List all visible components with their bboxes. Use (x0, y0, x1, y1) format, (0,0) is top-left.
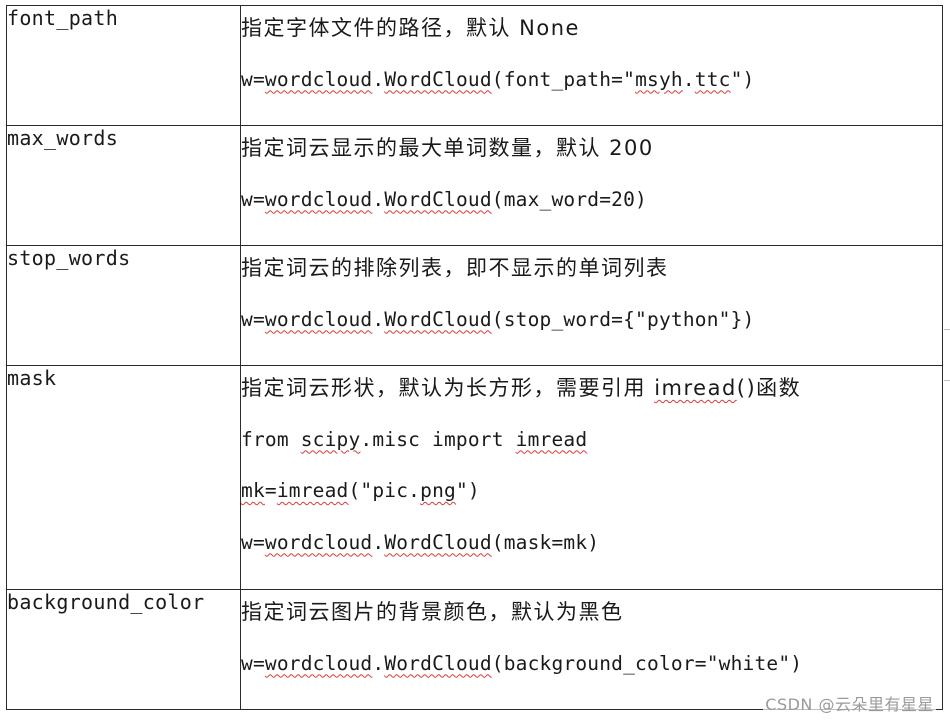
code-example: from scipy.misc import imread (241, 418, 942, 470)
text-segment: 指定词云显示的最大单词数量，默认 200 (241, 136, 654, 160)
text-segment: ("pic. (348, 479, 421, 502)
spellcheck-flagged-word: wordcloud (264, 187, 373, 211)
spellcheck-flagged-word: imread (515, 427, 588, 451)
description-text: 指定词云的排除列表，即不显示的单词列表 (241, 246, 942, 298)
code-example: w=wordcloud.WordCloud(background_color="… (241, 642, 942, 694)
spellcheck-flagged-word: wordcloud (264, 651, 373, 675)
text-segment: . (372, 530, 385, 554)
text-segment: w= (241, 67, 265, 91)
spellcheck-flagged-word: WordCloud (384, 307, 492, 331)
text-segment: . (372, 187, 385, 211)
text-segment: 指定词云形状，默认为长方形，需要引用 (241, 376, 655, 400)
text-segment: = (264, 479, 277, 502)
param-name-cell: font_path (6, 5, 241, 126)
text-segment: (max_word=20) (491, 187, 648, 211)
table-row: stop_words 指定词云的排除列表，即不显示的单词列表 w=wordclou… (6, 245, 943, 366)
spellcheck-flagged-word: ttc (694, 67, 731, 91)
text-segment: w= (241, 187, 265, 211)
spellcheck-flagged-word: WordCloud (384, 187, 492, 211)
param-description-cell: 指定词云的排除列表，即不显示的单词列表 w=wordcloud.WordCloud… (240, 245, 943, 366)
text-segment: w= (241, 530, 265, 554)
text-segment: 指定词云图片的背景颜色，默认为黑色 (241, 600, 624, 624)
spellcheck-flagged-word: scipy (300, 427, 361, 451)
spellcheck-flagged-word: imread (276, 479, 349, 502)
spellcheck-flagged-word: WordCloud (384, 67, 492, 91)
table-row: max_words 指定词云显示的最大单词数量，默认 200 w=wordclou… (6, 125, 943, 246)
text-segment: ()函数 (736, 376, 802, 400)
text-segment: . (372, 67, 385, 91)
spellcheck-flagged-word: msyh (635, 67, 683, 91)
param-name: font_path (7, 6, 119, 30)
spellcheck-flagged-word: imread (654, 376, 737, 400)
spellcheck-flagged-word: wordcloud (264, 530, 373, 554)
param-description-cell: 指定词云显示的最大单词数量，默认 200 w=wordcloud.WordClou… (240, 125, 943, 246)
code-example: w=wordcloud.WordCloud(font_path="msyh.tt… (241, 58, 942, 110)
description-text: 指定词云图片的背景颜色，默认为黑色 (241, 590, 942, 642)
code-example: w=wordcloud.WordCloud(max_word=20) (241, 178, 942, 230)
text-segment: w= (241, 307, 265, 331)
description-text: 指定词云形状，默认为长方形，需要引用 imread()函数 (241, 366, 942, 418)
description-text: 指定字体文件的路径，默认 None (241, 6, 942, 58)
spellcheck-flagged-word: WordCloud (384, 530, 492, 554)
page-edge-mark (944, 329, 950, 330)
text-segment: w= (241, 651, 265, 675)
text-segment: . (682, 67, 695, 91)
param-name-cell: stop_words (6, 245, 241, 366)
text-segment: ") (455, 479, 480, 502)
text-segment: (font_path=" (491, 67, 636, 91)
param-name: background_color (7, 590, 205, 614)
text-segment: . (372, 307, 385, 331)
spellcheck-flagged-word: png (420, 479, 456, 502)
param-description-cell: 指定词云图片的背景颜色，默认为黑色 w=wordcloud.WordCloud(b… (240, 589, 943, 710)
table-row: background_color 指定词云图片的背景颜色，默认为黑色 w=word… (6, 589, 943, 710)
page-edge-mark (944, 380, 950, 381)
code-example: w=wordcloud.WordCloud(stop_word={"python… (241, 298, 942, 350)
text-segment: ") (730, 67, 755, 91)
param-name-cell: max_words (6, 125, 241, 246)
text-segment: 指定词云的排除列表，即不显示的单词列表 (241, 256, 669, 280)
spellcheck-flagged-word: wordcloud (264, 307, 373, 331)
text-segment: 指定字体文件的路径，默认 None (241, 16, 580, 40)
watermark: CSDN @云朵里有星星 (763, 691, 936, 715)
spellcheck-flagged-word: wordcloud (264, 67, 373, 91)
description-text: 指定词云显示的最大单词数量，默认 200 (241, 126, 942, 178)
code-example: w=wordcloud.WordCloud(mask=mk) (241, 521, 942, 573)
code-example: mk=imread("pic.png") (241, 469, 942, 521)
text-segment: . (372, 651, 385, 675)
param-name: max_words (7, 126, 119, 150)
text-segment: from (241, 427, 301, 451)
text-segment: (background_color="white") (491, 651, 803, 675)
text-segment: (stop_word={"python"}) (491, 307, 755, 331)
spellcheck-flagged-word: mk (241, 479, 265, 502)
param-name-cell: background_color (6, 589, 241, 710)
param-name: mask (7, 366, 57, 390)
spellcheck-flagged-word: WordCloud (384, 651, 492, 675)
text-segment: (mask=mk) (491, 530, 600, 554)
param-name-cell: mask (6, 365, 241, 590)
param-name: stop_words (7, 246, 131, 270)
text-segment: .misc import (360, 427, 516, 451)
